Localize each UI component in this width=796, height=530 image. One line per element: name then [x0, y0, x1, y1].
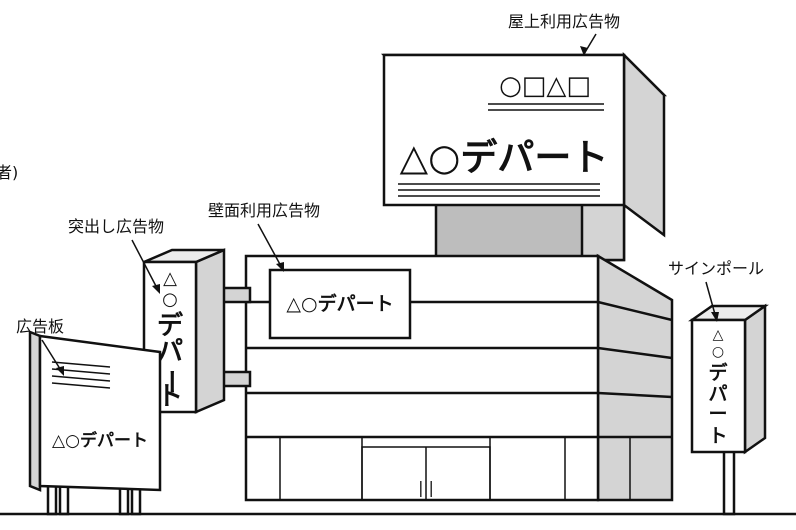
billboard-rule: [51, 375, 111, 382]
arrowhead: [711, 312, 719, 322]
label-projecting-sign: 突出し広告物: [68, 217, 164, 236]
wall-sign-face: [268, 268, 412, 340]
label-wall-sign: 壁面利用広告物: [208, 201, 320, 220]
sign-pole-side: [743, 303, 767, 455]
arrowhead: [276, 262, 284, 272]
leader-line-billboard: [41, 339, 63, 373]
projecting-sign-side: [194, 248, 226, 414]
projecting-sign-char: パ: [157, 337, 183, 367]
billboard-post: [130, 486, 142, 516]
arrowhead: [56, 366, 64, 376]
label-group: 屋上利用広告物 壁面利用広告物 突出し広告物 広告板 サインポール 者): [0, 12, 764, 376]
door-handles: | |: [418, 478, 434, 497]
projecting-sign-symbol: △: [163, 268, 177, 289]
wall-sign-name: △○デパート: [286, 292, 393, 315]
leader-line-projecting: [131, 239, 159, 291]
label-billboard: 広告板: [16, 317, 64, 336]
building-side-face: [596, 253, 674, 502]
billboard: △○デパート: [28, 330, 162, 516]
sign-pole-char: パ: [708, 383, 727, 405]
billboard-name: △○デパート: [52, 430, 148, 451]
label-sign-pole: サインポール: [668, 259, 764, 278]
rooftop-sign-symbols: ○□△□: [499, 71, 591, 101]
projecting-sign-char: デ: [157, 310, 184, 341]
rooftop-sign-side: [622, 51, 666, 238]
billboard-rule: [51, 382, 111, 389]
label-rooftop-sign: 屋上利用広告物: [508, 12, 620, 31]
rooftop-sign-name: △○デパート: [400, 136, 609, 179]
sign-pole-post: [722, 448, 736, 516]
leader-line-wall: [257, 223, 283, 269]
side-floor-line: [597, 391, 673, 399]
billboard-face: [38, 334, 162, 492]
department-store-building: | |: [244, 200, 674, 502]
arrowhead: [580, 46, 588, 56]
wall-sign: △○デパート: [268, 268, 412, 340]
billboard-post: [118, 486, 130, 516]
side-floor-line: [597, 346, 673, 360]
sign-pole-symbol: ○: [712, 344, 724, 360]
sign-pole-symbol: △: [713, 327, 724, 343]
sign-pole-char: デ: [708, 361, 728, 384]
billboard-side: [28, 330, 42, 492]
side-floor-line: [597, 300, 673, 322]
billboard-rule: [51, 361, 111, 368]
rooftop-sign-support-side: [580, 200, 626, 262]
label-cutoff-fragment: 者): [0, 163, 18, 182]
projecting-sign-char: ト: [157, 382, 183, 412]
sign-pole-face: [690, 318, 747, 454]
billboard-post: [58, 484, 70, 516]
rooftop-sign: ○□△□ △○デパート: [380, 51, 668, 238]
rooftop-sign-face: [382, 53, 626, 207]
arrowhead: [152, 284, 160, 294]
billboard-post: [46, 484, 58, 516]
sign-pole-char: ー: [708, 403, 727, 425]
projecting-sign-symbol: ○: [162, 289, 178, 310]
sign-pole-char: ト: [708, 425, 727, 447]
sign-pole: △ ○ デ パ ー ト: [688, 303, 769, 516]
